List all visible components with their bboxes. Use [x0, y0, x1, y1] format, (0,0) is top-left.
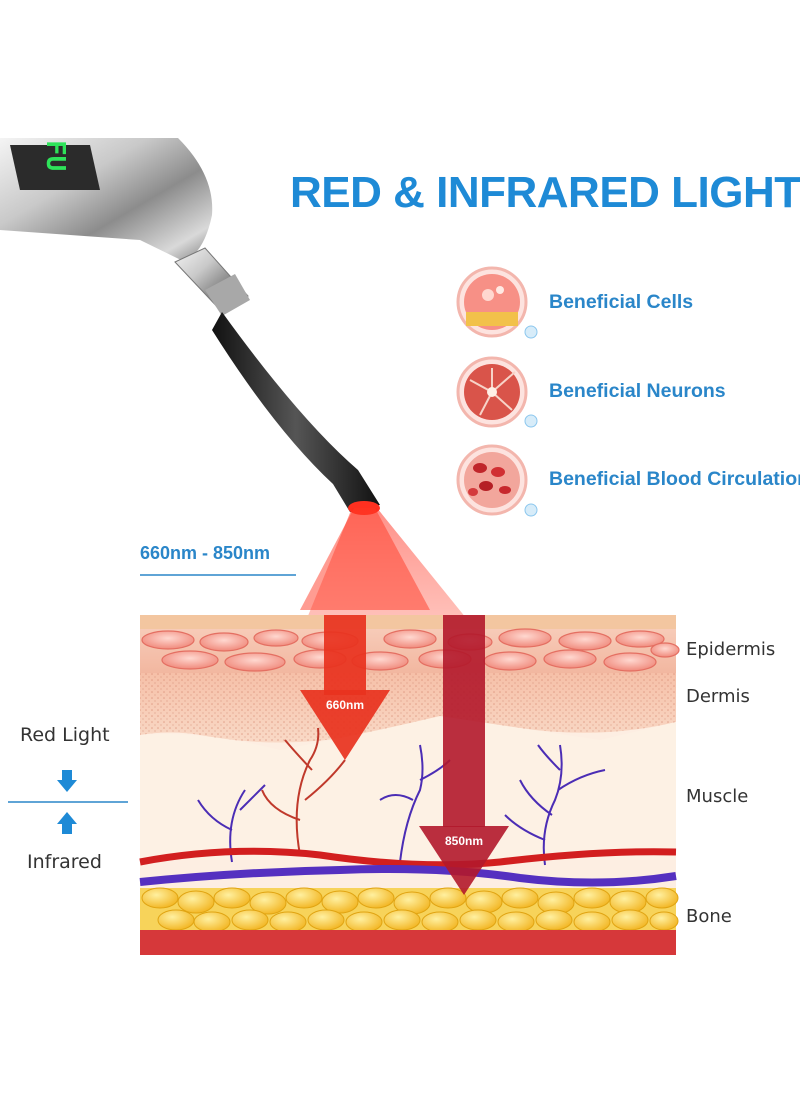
- light-therapy-device: [0, 138, 380, 515]
- red-capillaries: [261, 727, 346, 856]
- infrared-arrow-label: 850nm: [445, 834, 483, 848]
- epidermis-cells: [141, 628, 680, 672]
- layer-epidermis: Epidermis: [686, 639, 776, 660]
- benefit-neurons-label: Beneficial Neurons: [549, 380, 726, 402]
- cells-icon: [456, 266, 538, 339]
- artery: [139, 847, 677, 869]
- legend-red-light: Red Light: [20, 724, 110, 746]
- red-arrow-label: 660nm: [326, 698, 364, 712]
- skin-cross-section: [139, 615, 680, 955]
- bone-tissue: [141, 887, 679, 933]
- device-display: FU: [40, 140, 70, 172]
- red-light-arrow: [300, 615, 390, 760]
- benefit-blood-label: Beneficial Blood Circulation: [549, 468, 800, 490]
- benefit-cells-label: Beneficial Cells: [549, 291, 694, 313]
- vein: [139, 865, 677, 887]
- legend-infrared: Infrared: [27, 851, 102, 873]
- neurons-icon: [456, 356, 538, 428]
- layer-muscle: Muscle: [686, 786, 749, 807]
- purple-veins: [197, 744, 606, 866]
- blood-circulation-icon: [456, 444, 538, 517]
- wavelength-range: 660nm - 850nm: [140, 543, 271, 563]
- down-arrow-icon: [57, 770, 77, 792]
- up-arrow-icon: [57, 812, 77, 834]
- infrared-arrow: [419, 615, 509, 895]
- layer-dermis: Dermis: [686, 686, 750, 707]
- page-title: RED & INFRARED LIGHT: [290, 168, 800, 217]
- layer-bone: Bone: [686, 906, 732, 927]
